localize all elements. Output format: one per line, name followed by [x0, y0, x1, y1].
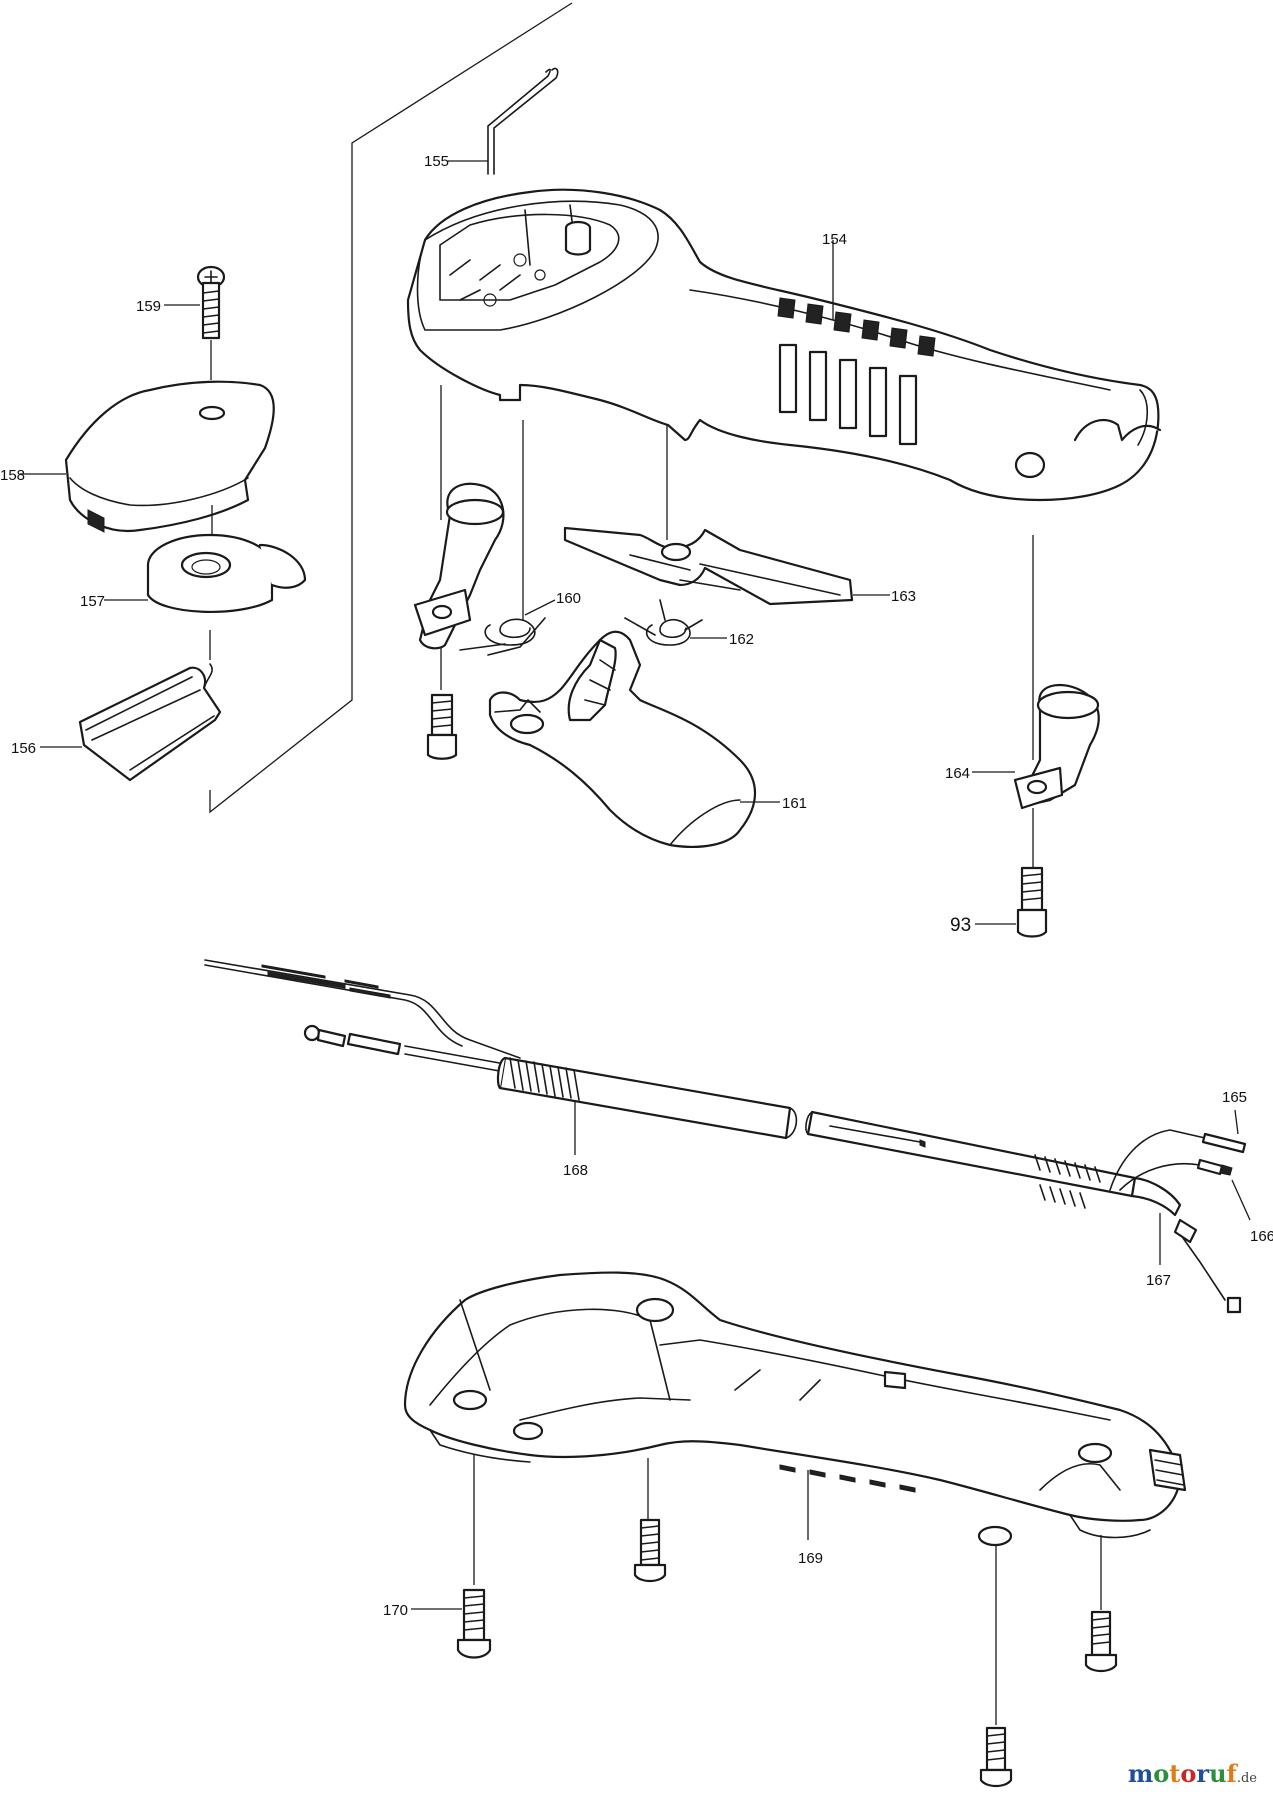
screw-left-upper — [426, 693, 458, 760]
callout-157: 157 — [80, 593, 105, 610]
part-170-screw-2 — [633, 1518, 667, 1583]
callout-159: 159 — [136, 298, 161, 315]
callout-169: 169 — [798, 1550, 823, 1567]
watermark-letter: m — [1127, 1759, 1154, 1788]
part-158-cover — [20, 380, 275, 546]
part-167-cable-end — [805, 1110, 1242, 1314]
callout-154: 154 — [822, 231, 847, 248]
part-159-screw — [164, 265, 226, 380]
part-157-collar — [104, 533, 307, 660]
callout-161: 161 — [782, 795, 807, 812]
watermark-letter: r — [1196, 1759, 1210, 1788]
part-164-clamp-right — [972, 683, 1100, 810]
part-155-rod — [448, 67, 559, 175]
watermark-letter: u — [1209, 1759, 1227, 1788]
part-160-spring — [459, 599, 556, 656]
part-162-spring — [624, 599, 727, 646]
part-170-screw-1 — [411, 1588, 492, 1659]
watermark-tld: .de — [1236, 1771, 1257, 1786]
callout-170: 170 — [383, 1602, 408, 1619]
watermark-letter: f — [1226, 1759, 1237, 1788]
part-165-166-leads — [1109, 1109, 1251, 1221]
callout-160: 160 — [556, 590, 581, 607]
callout-164: 164 — [945, 765, 970, 782]
watermark-logo: motoruf.de — [1128, 1759, 1257, 1788]
part-169-lower-housing — [403, 1271, 1187, 1547]
exploded-view-frame — [209, 2, 573, 814]
callout-155: 155 — [424, 153, 449, 170]
callout-93: 93 — [950, 915, 971, 936]
part-170-screw-4 — [979, 1726, 1013, 1788]
watermark-letter: o — [1153, 1759, 1170, 1788]
callout-163: 163 — [891, 588, 916, 605]
callout-166: 166 — [1250, 1228, 1273, 1245]
part-170-screw-3 — [1084, 1610, 1118, 1673]
part-154-handle-housing — [406, 188, 1162, 502]
callout-167: 167 — [1146, 1272, 1171, 1289]
callout-156: 156 — [11, 740, 36, 757]
part-93-screw — [975, 866, 1048, 938]
callout-165: 165 — [1222, 1089, 1247, 1106]
callout-162: 162 — [729, 631, 754, 648]
part-161-trigger — [488, 630, 780, 848]
callout-168: 168 — [563, 1162, 588, 1179]
part-163-lever — [563, 526, 890, 606]
part-156-clip — [40, 663, 222, 782]
part-164-clamp-left — [413, 482, 505, 650]
watermark-name: motoruf — [1128, 1759, 1237, 1788]
part-168-cable — [204, 959, 798, 1155]
watermark-letter: o — [1180, 1759, 1197, 1788]
callout-158: 158 — [0, 467, 25, 484]
watermark-letter: t — [1169, 1759, 1181, 1788]
